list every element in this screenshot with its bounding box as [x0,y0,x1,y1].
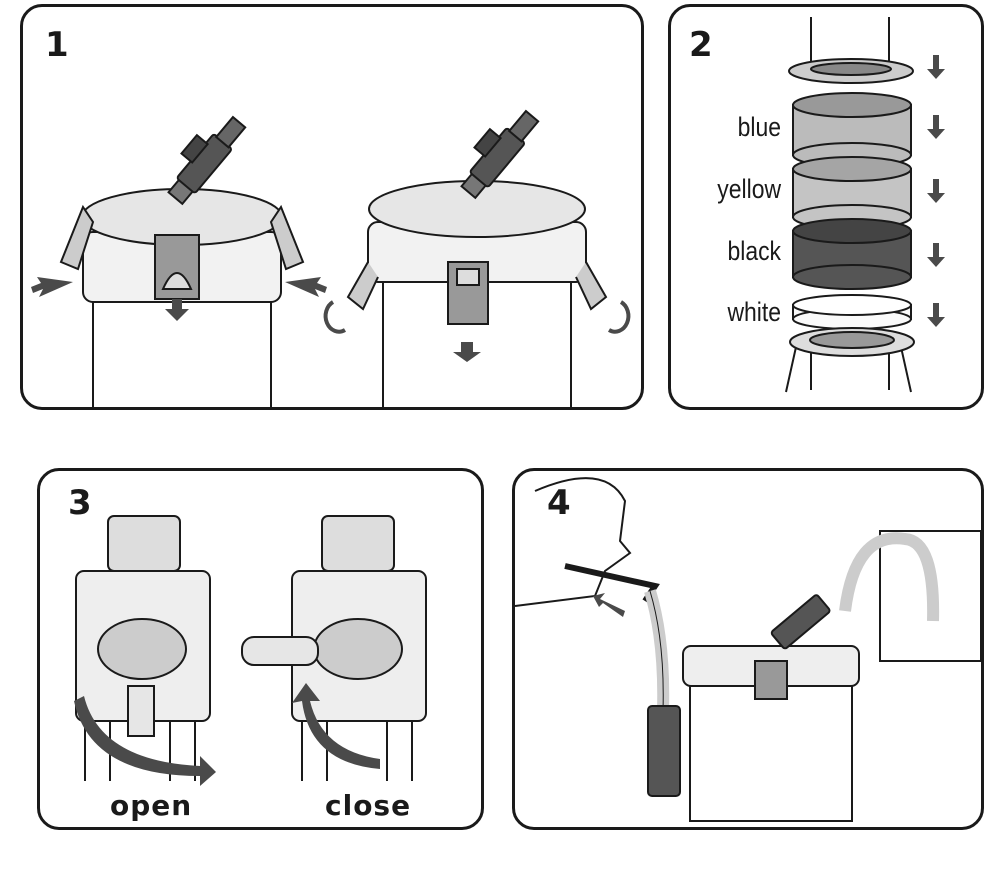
sponge-blue [792,92,912,168]
step-1-panel: 1 [20,4,644,410]
step-number: 1 [45,25,69,65]
close-caption: close [325,789,412,822]
sponge-yellow [792,156,912,230]
down-arrow-icons [927,55,945,327]
layer-label-yellow: yellow [717,174,781,204]
person-face [515,477,632,607]
step-2-panel: 2 blue yellow black white [668,4,984,410]
arrow-icon [593,593,625,617]
open-caption: open [110,789,193,822]
rotate-arrow-icons [74,683,380,786]
step-number: 4 [547,483,571,523]
arrow-icon [31,277,631,362]
valve-open-close-illustration [74,515,427,786]
pad-white [792,294,912,330]
filter-media-stack-illustration [785,17,945,393]
filter-lid-removal-illustration [31,109,631,407]
step-number: 3 [68,483,92,523]
sponge-black [792,218,912,290]
layer-label-blue: blue [737,112,781,142]
step-number: 2 [689,25,713,65]
step-3-panel: 3 open close [37,468,484,830]
layer-label-black: black [727,236,781,266]
step-4-panel: 4 [512,468,984,830]
layer-label-white: white [727,297,781,327]
priming-siphon-illustration [515,477,981,822]
